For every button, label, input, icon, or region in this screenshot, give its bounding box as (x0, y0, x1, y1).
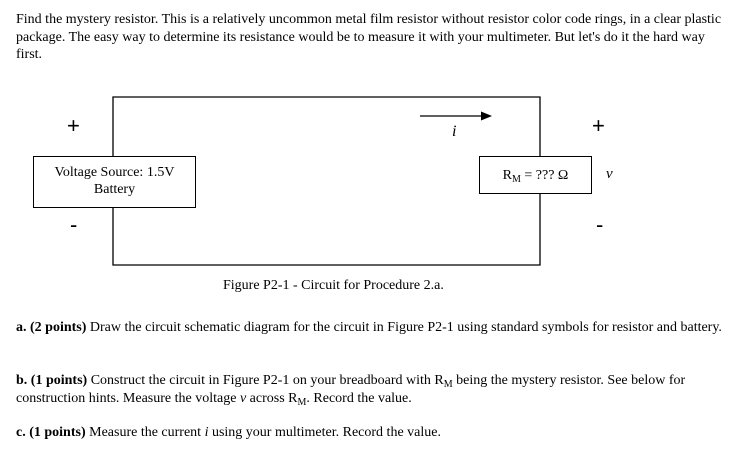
source-minus-sign: - (70, 212, 78, 237)
voltage-plus-sign: + (592, 113, 605, 138)
question-b-voltage-var: v (239, 390, 247, 406)
resistor-symbol: R (502, 168, 512, 183)
current-label: i (452, 123, 457, 140)
question-b: b. (1 points) Construct the circuit in F… (16, 372, 728, 407)
question-b-subscript-1: M (443, 379, 453, 390)
resistor-value: = ??? Ω (520, 168, 569, 183)
question-c-label: c. (1 points) (16, 425, 86, 440)
figure-caption: Figure P2-1 - Circuit for Procedure 2.a. (223, 278, 444, 293)
question-b-subscript-2: M (297, 396, 307, 408)
question-c-current-var: i (204, 425, 209, 440)
resistor-subscript: M (511, 174, 521, 185)
battery-label: Battery (93, 182, 136, 197)
question-a-label: a. (2 points) (16, 320, 87, 335)
intro-paragraph: Find the mystery resistor. This is a rel… (16, 12, 722, 62)
mystery-resistor-box: RM = ??? Ω (479, 156, 592, 194)
voltage-label: v (606, 166, 613, 182)
question-b-text-4: . Record the value. (306, 390, 412, 406)
question-b-text-1: Construct the circuit in Figure P2-1 on … (87, 373, 444, 388)
current-arrow-head (481, 111, 492, 121)
question-a-text: Draw the circuit schematic diagram for t… (86, 320, 722, 335)
voltage-source-box: Voltage Source: 1.5V Battery (33, 156, 196, 208)
question-b-text-2: being the mystery resistor. See below fo… (16, 373, 686, 406)
question-b-label: b. (1 points) (16, 373, 88, 388)
question-c-text-2: using your multimeter. Record the value. (208, 425, 441, 440)
question-a: a. (2 points) Draw the circuit schematic… (16, 319, 728, 337)
source-plus-sign: + (67, 113, 80, 138)
question-b-text-3: across R (246, 390, 298, 406)
circuit-wire-loop (112, 96, 541, 156)
circuit-wire-bottom (112, 194, 541, 266)
voltage-source-label: Voltage Source: 1.5V (54, 165, 175, 180)
question-c: c. (1 points) Measure the current i usin… (16, 424, 728, 442)
question-c-text-1: Measure the current (85, 425, 205, 440)
voltage-minus-sign: - (596, 212, 604, 237)
